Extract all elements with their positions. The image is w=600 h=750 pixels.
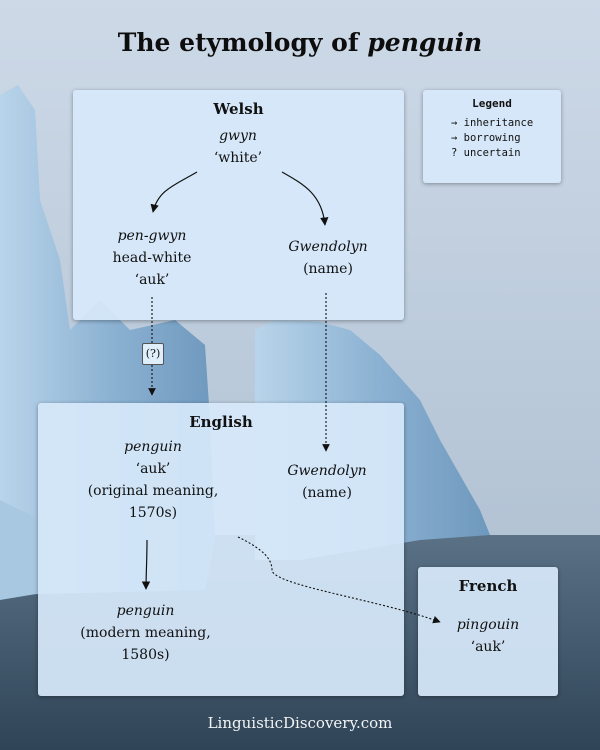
french-label: French (458, 577, 518, 595)
english-penguin-original-node: penguin ‘auk’ (original meaning, 1570s) (87, 439, 219, 521)
english-gwendolyn-node: Gwendolyn (name) (287, 463, 367, 501)
english-penguin-modern-node: penguin (modern meaning, 1580s) (80, 603, 211, 663)
legend-item-inheritance: → inheritance (451, 117, 534, 129)
welsh-gwendolyn-node: Gwendolyn (name) (288, 239, 368, 277)
french-pingouin-node: pingouin ‘auk’ (456, 617, 520, 655)
english-label: English (189, 413, 253, 431)
welsh-pengwyn-node: pen-gwyn head-white ‘auk’ (112, 228, 192, 288)
legend-title: Legend (472, 97, 512, 110)
welsh-panel: Welsh gwyn ‘white’ pen-gwyn head-white ‘… (73, 90, 404, 320)
legend-item-uncertain: ? uncertain (451, 147, 521, 159)
french-panel: French pingouin ‘auk’ (418, 567, 558, 696)
uncertain-marker: (?) (142, 343, 164, 365)
page-title: The etymology of penguin (117, 28, 483, 57)
english-panel: English penguin ‘auk’ (original meaning,… (38, 403, 404, 696)
footer-credit: LinguisticDiscovery.com (207, 714, 393, 732)
legend-panel: Legend → inheritance → borrowing ? uncer… (423, 90, 561, 183)
legend-item-borrowing: → borrowing (451, 132, 521, 144)
welsh-gwyn-node: gwyn ‘white’ (213, 128, 263, 166)
welsh-label: Welsh (213, 100, 264, 118)
